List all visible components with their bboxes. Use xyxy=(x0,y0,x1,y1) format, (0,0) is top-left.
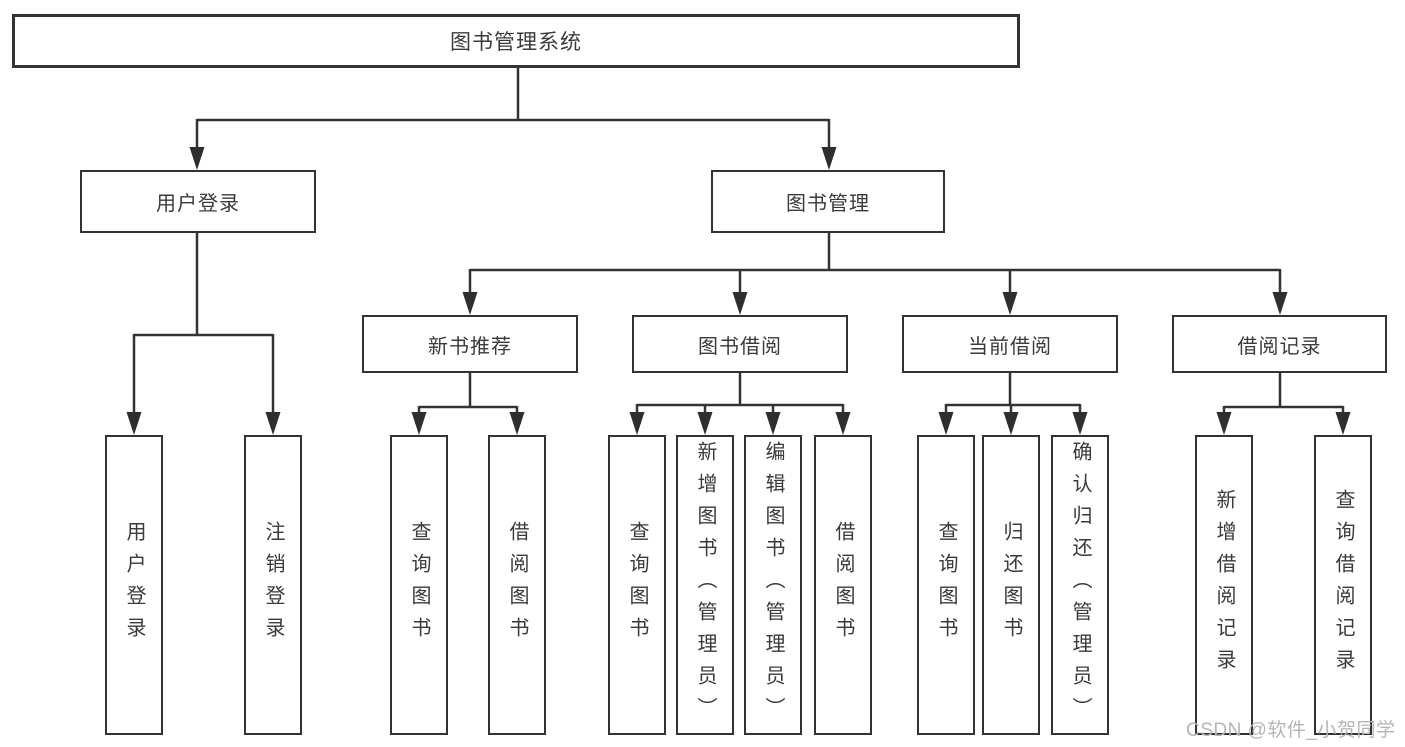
leaf-user-login: 用户登录 xyxy=(105,435,163,735)
leaf-current-query-books: 查询图书 xyxy=(917,435,975,735)
leaf-borrow-query-books-label: 查询图书 xyxy=(626,521,648,649)
leaf-records-add-record-label: 新增借阅记录 xyxy=(1213,489,1235,681)
node-current-borrow: 当前借阅 xyxy=(902,315,1118,373)
leaf-borrow-borrow-books: 借阅图书 xyxy=(814,435,872,735)
leaf-newbooks-query-books: 查询图书 xyxy=(390,435,448,735)
leaf-current-confirm-return-admin-label: 确认归还（管理员） xyxy=(1069,441,1091,729)
leaf-current-return-books: 归还图书 xyxy=(982,435,1040,735)
node-user-login: 用户登录 xyxy=(80,170,316,233)
leaf-logout: 注销登录 xyxy=(244,435,302,735)
leaf-current-confirm-return-admin: 确认归还（管理员） xyxy=(1051,435,1109,735)
leaf-records-query-record: 查询借阅记录 xyxy=(1314,435,1372,735)
leaf-logout-label: 注销登录 xyxy=(262,521,284,649)
node-book-management: 图书管理 xyxy=(711,170,945,233)
leaf-newbooks-borrow-books-label: 借阅图书 xyxy=(506,521,528,649)
leaf-current-query-books-label: 查询图书 xyxy=(935,521,957,649)
arrowheads xyxy=(126,147,1351,435)
leaf-records-query-record-label: 查询借阅记录 xyxy=(1332,489,1354,681)
leaf-borrow-borrow-books-label: 借阅图书 xyxy=(832,521,854,649)
leaf-borrow-query-books: 查询图书 xyxy=(608,435,666,735)
csdn-watermark: CSDN @软件_小贺同学 xyxy=(1186,720,1396,741)
leaf-borrow-edit-books-admin: 编辑图书（管理员） xyxy=(744,435,802,735)
leaf-records-add-record: 新增借阅记录 xyxy=(1195,435,1253,735)
node-book-borrow: 图书借阅 xyxy=(632,315,848,373)
leaf-user-login-label: 用户登录 xyxy=(123,521,145,649)
leaf-borrow-edit-books-admin-label: 编辑图书（管理员） xyxy=(762,441,784,729)
leaf-newbooks-query-books-label: 查询图书 xyxy=(408,521,430,649)
node-new-book-recommend: 新书推荐 xyxy=(362,315,578,373)
leaf-borrow-add-books-admin-label: 新增图书（管理员） xyxy=(694,441,716,729)
leaf-newbooks-borrow-books: 借阅图书 xyxy=(488,435,546,735)
leaf-current-return-books-label: 归还图书 xyxy=(1000,521,1022,649)
leaf-borrow-add-books-admin: 新增图书（管理员） xyxy=(676,435,734,735)
node-library-management-system: 图书管理系统 xyxy=(12,14,1020,68)
node-borrow-records: 借阅记录 xyxy=(1172,315,1387,373)
